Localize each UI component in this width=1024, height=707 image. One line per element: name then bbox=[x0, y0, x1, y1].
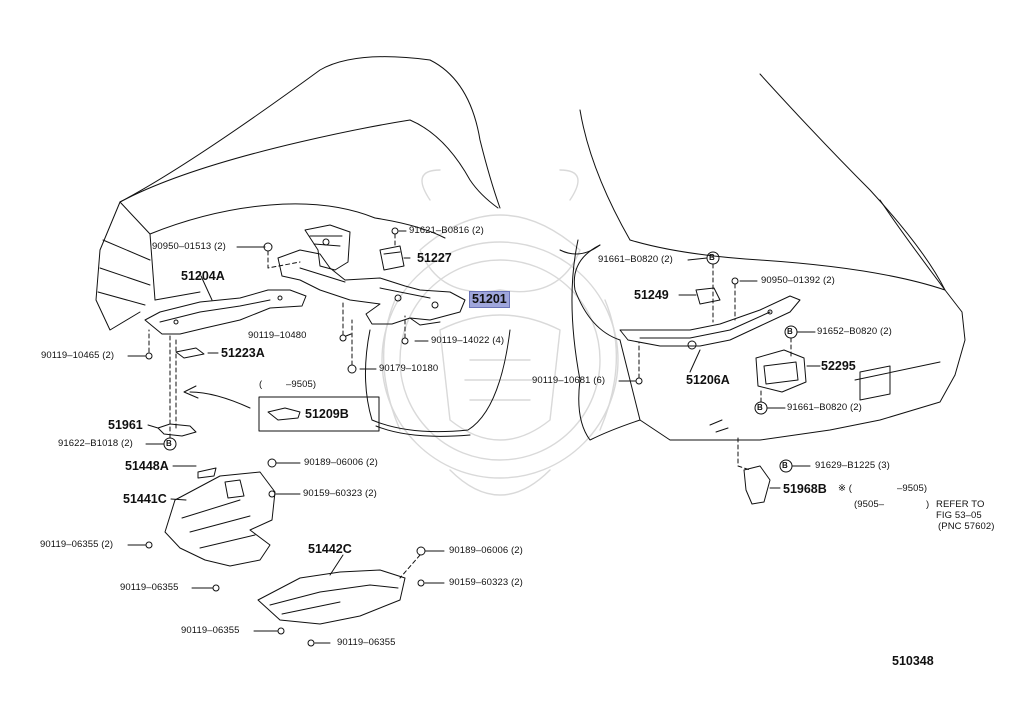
part-51961-drawing bbox=[157, 423, 197, 437]
bolt-b-marker-left: B bbox=[166, 439, 172, 448]
label-90189-06006-a[interactable]: 90189–06006 (2) bbox=[304, 457, 378, 468]
fasteners-left bbox=[145, 227, 426, 647]
rear-car-body-outline bbox=[559, 73, 966, 441]
label-refer-fig: FIG 53–05 bbox=[936, 510, 982, 521]
label-variant-9505: –9505) bbox=[286, 379, 317, 390]
label-90159-60323-b[interactable]: 90159–60323 (2) bbox=[449, 577, 523, 588]
part-51209B-drawing bbox=[267, 407, 301, 421]
label-note-close: ) bbox=[926, 499, 930, 510]
leader-lines-right-solid bbox=[618, 257, 821, 489]
leader-lines-right bbox=[638, 263, 792, 471]
label-note-9505: –9505) bbox=[897, 483, 928, 494]
label-note-mark: ※ ( bbox=[838, 483, 853, 494]
watermark-emblem bbox=[381, 169, 619, 496]
part-52295-drawing bbox=[755, 349, 807, 393]
label-51209B[interactable]: 51209B bbox=[305, 407, 349, 421]
bolt-b-marker-3: B bbox=[757, 403, 763, 412]
label-90119-10465[interactable]: 90119–10465 (2) bbox=[41, 350, 115, 361]
bolt-b-marker-2: B bbox=[787, 327, 793, 336]
label-91661-B0820-b[interactable]: 91661–B0820 (2) bbox=[787, 402, 862, 413]
label-51201-selected[interactable]: 51201 bbox=[469, 291, 510, 308]
label-51441C[interactable]: 51441C bbox=[123, 492, 167, 506]
label-90950-01513[interactable]: 90950–01513 (2) bbox=[152, 241, 226, 252]
label-variant-open-paren: ( bbox=[259, 379, 263, 390]
leader-lines-left-solid bbox=[127, 230, 445, 644]
label-91629-B1225[interactable]: 91629–B1225 (3) bbox=[815, 460, 890, 471]
label-refer-pnc: (PNC 57602) bbox=[938, 521, 995, 532]
label-91661-B0820-a[interactable]: 91661–B0820 (2) bbox=[598, 254, 673, 265]
label-91652-B0820[interactable]: 91652–B0820 (2) bbox=[817, 326, 892, 337]
label-51223A[interactable]: 51223A bbox=[221, 346, 265, 360]
label-51249[interactable]: 51249 bbox=[634, 288, 669, 302]
figure-number: 510348 bbox=[892, 654, 934, 668]
label-note-9505-from: (9505– bbox=[854, 499, 885, 510]
label-52295[interactable]: 52295 bbox=[821, 359, 856, 373]
part-51223A-drawing bbox=[175, 347, 205, 359]
part-51968B-drawing bbox=[743, 465, 771, 505]
label-51961[interactable]: 51961 bbox=[108, 418, 143, 432]
label-51448A[interactable]: 51448A bbox=[125, 459, 169, 473]
label-51227[interactable]: 51227 bbox=[417, 251, 452, 265]
label-90119-06355-b[interactable]: 90119–06355 bbox=[181, 625, 240, 636]
variant-note-box bbox=[258, 396, 380, 432]
part-51204A-drawing bbox=[144, 289, 307, 335]
label-90119-06355-c[interactable]: 90119–06355 bbox=[337, 637, 396, 648]
label-90950-01392[interactable]: 90950–01392 (2) bbox=[761, 275, 835, 286]
front-car-body-outline bbox=[95, 56, 511, 437]
reference-arrow bbox=[183, 385, 251, 409]
label-91621-B0816[interactable]: 91621–B0816 (2) bbox=[409, 225, 484, 236]
part-51442C-drawing bbox=[257, 569, 406, 625]
label-90119-06355-2[interactable]: 90119–06355 (2) bbox=[40, 539, 114, 550]
part-51227-drawing bbox=[379, 245, 405, 271]
part-51441C-drawing bbox=[164, 467, 276, 567]
label-90179-10180[interactable]: 90179–10180 bbox=[379, 363, 439, 374]
label-90119-14022[interactable]: 90119–14022 (4) bbox=[431, 335, 505, 346]
label-90189-06006-b[interactable]: 90189–06006 (2) bbox=[449, 545, 523, 556]
label-90159-60323-a[interactable]: 90159–60323 (2) bbox=[303, 488, 377, 499]
label-90119-10681[interactable]: 90119–10681 (6) bbox=[532, 375, 606, 386]
label-51204A[interactable]: 51204A bbox=[181, 269, 225, 283]
part-51206A-drawing bbox=[619, 295, 801, 350]
part-51249-drawing bbox=[695, 287, 721, 305]
label-90119-06355-a[interactable]: 90119–06355 bbox=[120, 582, 179, 593]
bolt-b-marker-1: B bbox=[709, 253, 715, 262]
label-51206A[interactable]: 51206A bbox=[686, 373, 730, 387]
crossmember-51201-drawing bbox=[277, 224, 466, 326]
leader-lines-left bbox=[148, 233, 421, 579]
label-51442C[interactable]: 51442C bbox=[308, 542, 352, 556]
bolt-b-marker-4: B bbox=[782, 461, 788, 470]
label-90119-10480[interactable]: 90119–10480 bbox=[248, 330, 307, 341]
label-refer-to: REFER TO bbox=[936, 499, 985, 510]
label-51968B[interactable]: 51968B bbox=[783, 482, 827, 496]
label-91622-B1018[interactable]: 91622–B1018 (2) bbox=[58, 438, 133, 449]
